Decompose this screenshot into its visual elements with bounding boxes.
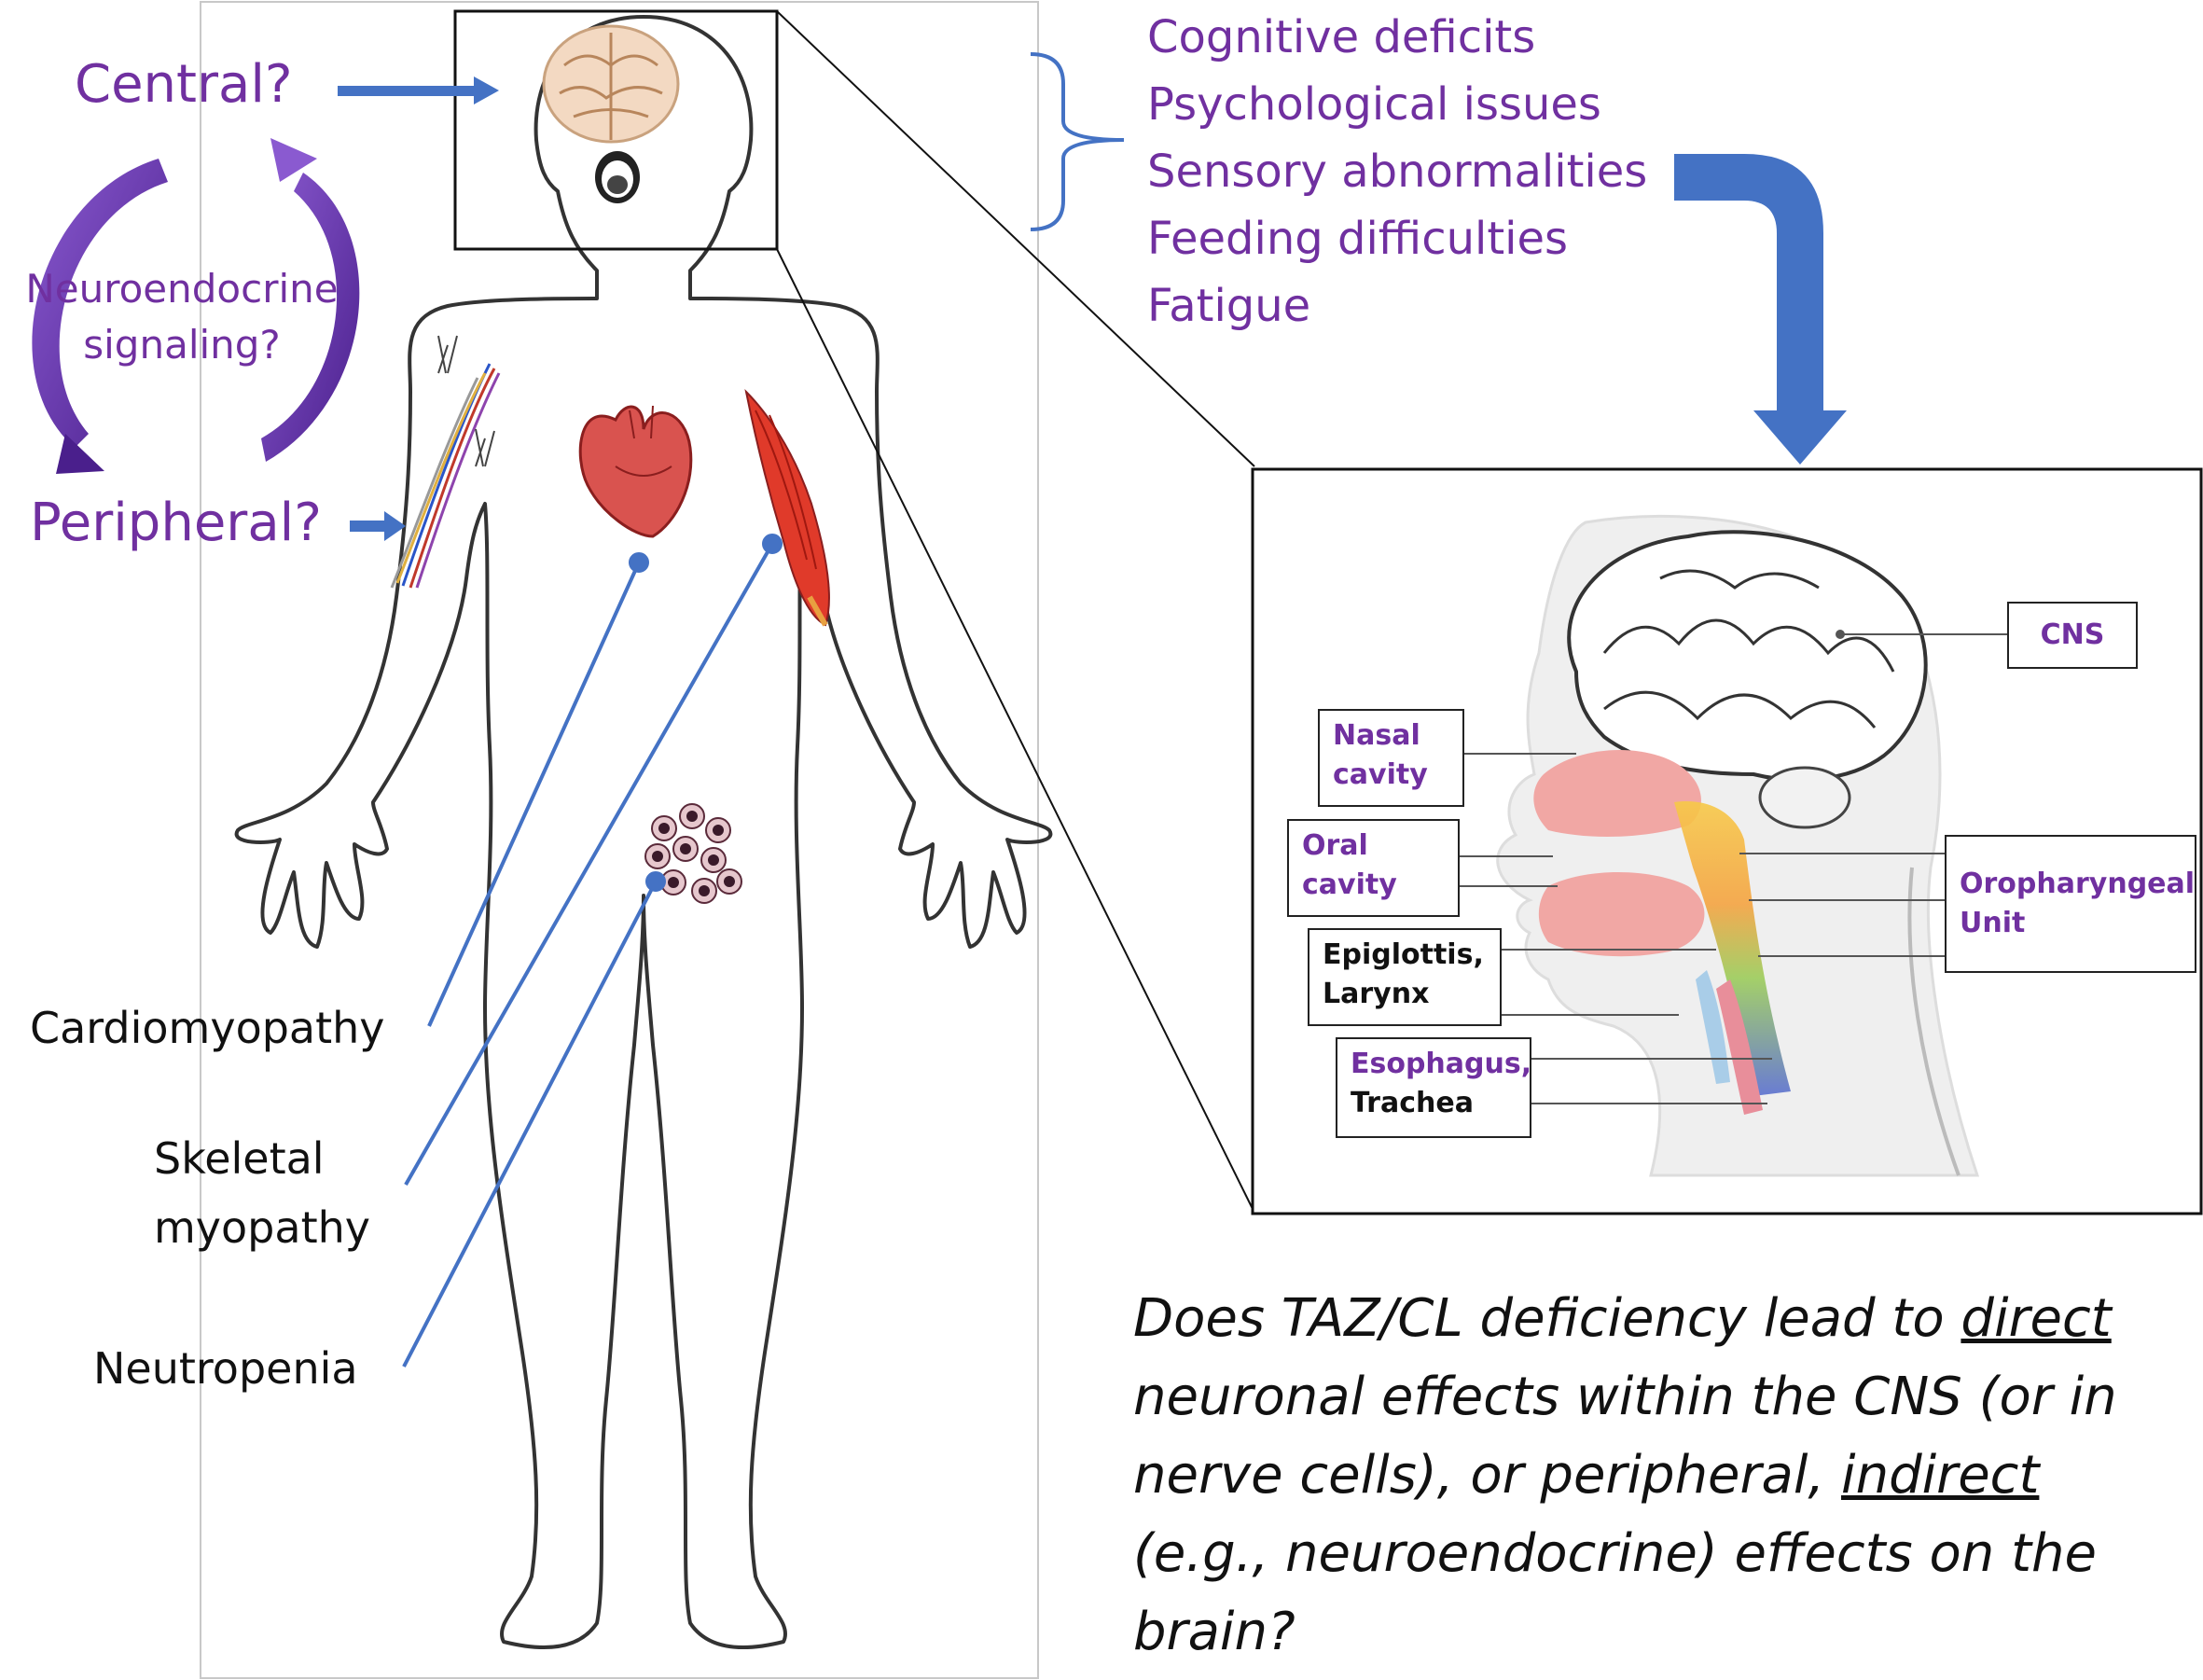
mouth-icon — [595, 151, 640, 203]
symptoms-to-head-arrow — [1674, 154, 1847, 465]
skeletal-myopathy-label: Skeletal myopathy — [154, 1124, 370, 1262]
neuroendocrine-line2: signaling? — [83, 322, 281, 368]
body-outline — [234, 15, 1053, 1649]
symptom-item: Sensory abnormalities — [1147, 146, 1648, 198]
head-leader-lines — [1460, 630, 2007, 1104]
zoom-line-bottom — [776, 248, 1255, 1214]
symptoms-bracket — [1030, 52, 1125, 231]
skeletal-line1: Skeletal — [154, 1133, 325, 1184]
brain-section-icon — [542, 24, 680, 144]
zoom-line-top — [776, 10, 1255, 467]
skeletal-line2: myopathy — [154, 1202, 370, 1253]
neutrophils-icon — [644, 803, 742, 904]
nerve-fibers-icon — [390, 335, 501, 589]
research-question: Does TAZ/CL deficiency lead to direct ne… — [1133, 1280, 2178, 1672]
epiglottis-line1: Epiglottis, — [1323, 938, 1484, 971]
epiglottis-line2: Larynx — [1323, 978, 1430, 1010]
oral-line2: cavity — [1302, 868, 1397, 901]
symptom-item: Feeding difficulties — [1147, 213, 1569, 265]
neuroendocrine-label: Neuroendocrine signaling? — [19, 261, 345, 373]
oral-cavity-box: Oral cavity — [1287, 819, 1460, 917]
central-arrow — [338, 76, 499, 104]
head-anatomy-illustration — [1496, 515, 1980, 1177]
nasal-line1: Nasal — [1333, 719, 1420, 752]
esophagus-trachea-box: Esophagus, Trachea — [1336, 1037, 1531, 1138]
oropharyngeal-unit-box: Oropharyngeal Unit — [1945, 835, 2196, 973]
skeletal-muscle-icon — [744, 388, 830, 627]
neuroendocrine-line1: Neuroendocrine — [25, 266, 339, 312]
symptom-item: Fatigue — [1147, 280, 1311, 332]
peripheral-arrow — [350, 511, 406, 541]
question-indirect: indirect — [1841, 1445, 2040, 1506]
question-part2: neuronal effects within the CNS (or in n… — [1133, 1367, 2117, 1506]
head-inset-box — [453, 9, 779, 251]
heart-icon — [578, 405, 693, 538]
oropharyngeal-line1: Oropharyngeal — [1960, 868, 2196, 900]
central-label: Central? — [75, 54, 293, 115]
peripheral-label: Peripheral? — [30, 493, 322, 553]
question-direct: direct — [1961, 1288, 2112, 1349]
nasal-cavity-box: Nasal cavity — [1318, 709, 1464, 807]
symptoms-list: Cognitive deficits Psychological issues … — [1147, 4, 1647, 340]
symptom-item: Psychological issues — [1147, 78, 1601, 131]
esophagus-line1: Esophagus, — [1351, 1048, 1532, 1080]
question-part3: (e.g., neuroendocrine) effects on the br… — [1133, 1523, 2097, 1662]
organ-leader-lines — [402, 534, 783, 1368]
esophagus-line2: Trachea — [1351, 1087, 1474, 1119]
body-panel — [200, 1, 1039, 1679]
cns-label: CNS — [2040, 618, 2105, 651]
symptom-item: Cognitive deficits — [1147, 11, 1536, 63]
oropharyngeal-line2: Unit — [1960, 907, 2026, 939]
epiglottis-larynx-box: Epiglottis, Larynx — [1308, 928, 1502, 1026]
question-part1: Does TAZ/CL deficiency lead to — [1133, 1288, 1961, 1349]
neuroendocrine-loop-arrows — [32, 138, 360, 474]
cns-box: CNS — [2007, 602, 2138, 669]
neutropenia-label: Neutropenia — [93, 1343, 358, 1394]
cardiomyopathy-label: Cardiomyopathy — [30, 1003, 385, 1053]
nasal-line2: cavity — [1333, 758, 1428, 791]
oral-line1: Oral — [1302, 829, 1368, 862]
